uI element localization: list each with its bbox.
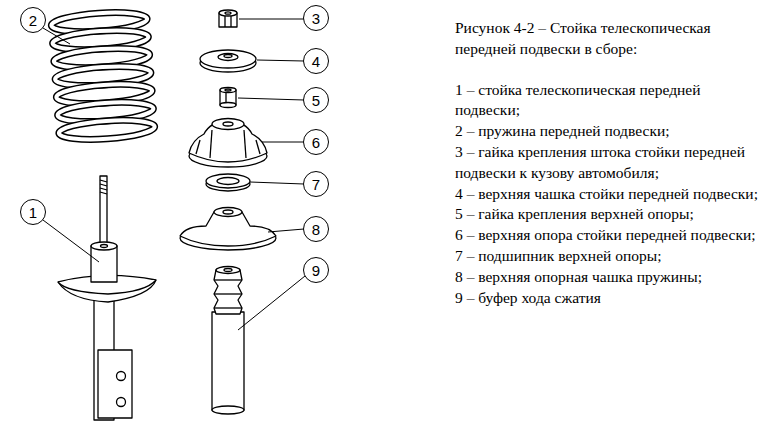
callout-number: 4 (312, 54, 320, 69)
caption-column: Рисунок 4-2 – Стойка телескопическая пер… (455, 18, 763, 308)
callout-number: 3 (312, 11, 320, 26)
callout-number: 8 (312, 222, 320, 237)
callout-circle: 3 (303, 5, 329, 31)
callout-number: 2 (29, 13, 37, 28)
part-list-item: 8 – верхняя опорная чашка пружины; (455, 267, 763, 288)
callout-circle: 8 (303, 216, 329, 242)
rod-nut (219, 10, 237, 27)
callout-circle: 4 (303, 48, 329, 74)
part-list-item: 2 – пружина передней подвески; (455, 121, 763, 142)
spring (51, 10, 156, 142)
part-list-item: 5 – гайка крепления верхней опоры; (455, 204, 763, 225)
mount-nut (220, 88, 236, 108)
callout-number: 9 (312, 263, 320, 278)
callout-number: 5 (312, 93, 320, 108)
part-list-item: 9 – буфер хода сжатия (455, 288, 763, 309)
figure-caption: Рисунок 4-2 – Стойка телескопическая пер… (455, 18, 763, 60)
spring-cup (180, 208, 276, 251)
part-list-item: 7 – подшипник верхней опоры; (455, 246, 763, 267)
part-list-item: 3 – гайка крепления штока стойки передне… (455, 142, 763, 184)
bearing (206, 174, 250, 191)
callout-circle: 2 (20, 7, 46, 33)
callout-circle: 6 (303, 129, 329, 155)
part-list-item: 1 – стойка телескопическая передней подв… (455, 80, 763, 122)
callout-number: 7 (312, 177, 320, 192)
upper-cup (200, 50, 256, 72)
callout-number: 6 (312, 135, 320, 150)
upper-mount (189, 119, 267, 168)
callout-number: 1 (29, 205, 37, 220)
part-list-item: 4 – верхняя чашка стойки передней подвес… (455, 184, 763, 205)
callout-circle: 5 (303, 87, 329, 113)
callout-circle: 9 (303, 257, 329, 283)
bump-stop (212, 267, 244, 415)
callout-circle: 1 (20, 199, 46, 225)
callout-circle: 7 (303, 171, 329, 197)
leader-lines (43, 19, 305, 330)
strut (58, 176, 156, 420)
part-list-item: 6 – верхняя опора стойки передней подвес… (455, 225, 763, 246)
